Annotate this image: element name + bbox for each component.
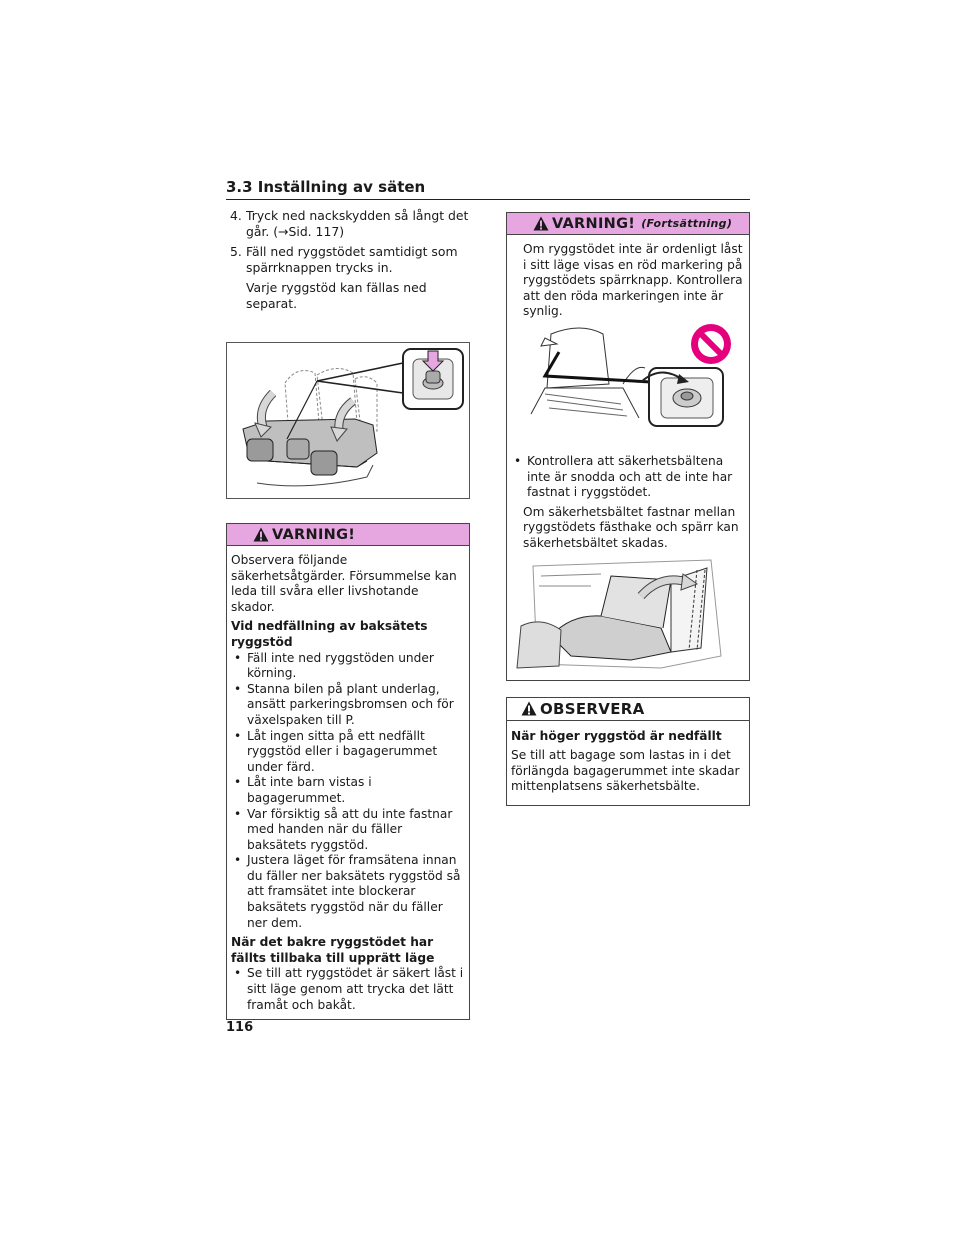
warning-bullet: Låt inte barn vistas i bagagerummet. <box>231 775 465 806</box>
warning-continued-box: VARNING! (Fortsättning) Om ryggstödet in… <box>506 212 750 681</box>
warning-bullet: Låt ingen sitta på ett nedfällt ryggstöd… <box>231 729 465 776</box>
warning-box: VARNING! Observera följande säkerhetsåtg… <box>226 523 470 1021</box>
warning-bullet: Stanna bilen på plant underlag, ansätt p… <box>231 682 465 729</box>
page-number: 116 <box>226 1020 254 1035</box>
warning-bullet: Se till att ryggstödet är säkert låst i … <box>231 966 465 1013</box>
warning-bullet: Justera läget för framsätena innan du fä… <box>231 853 465 931</box>
section-title: 3.3 Inställning av säten <box>226 177 750 200</box>
warning-title: VARNING! <box>272 526 356 543</box>
warning-header: VARNING! <box>227 524 469 546</box>
warning-intro: Observera följande säkerhetsåtgärder. Fö… <box>231 553 457 614</box>
release-button-illustration <box>530 323 731 427</box>
warning-title: VARNING! <box>552 215 636 232</box>
step-text: Fäll ned ryggstödet samtidigt som spärrk… <box>246 244 458 275</box>
notice-subhead: När höger ryggstöd är nedfällt <box>511 728 722 743</box>
warning-subhead: När det bakre ryggstödet har fällts till… <box>231 935 435 965</box>
warning-subhead: Vid nedfällning av baksätets ryggstöd <box>231 619 428 649</box>
step-number: 4. <box>230 208 242 223</box>
warning-icon <box>253 527 269 542</box>
warning-bullet: Var försiktig så att du inte fastnar med… <box>231 807 465 854</box>
belt-caught-illustration <box>516 559 722 669</box>
notice-title: OBSERVERA <box>540 699 645 718</box>
notice-text: Se till att bagage som lastas in i det f… <box>511 748 740 794</box>
warning-continued-body: Om ryggstödet inte är ordenligt låst i s… <box>507 235 749 680</box>
right-column: VARNING! (Fortsättning) Om ryggstödet in… <box>506 212 750 806</box>
belt-check-bullet: Kontrollera att säkerhetsbältena inte är… <box>511 454 745 501</box>
continued-label: (Fortsättning) <box>641 217 733 230</box>
left-column: 4. Tryck ned nackskydden så långt det gå… <box>226 208 470 1021</box>
warning-body: Observera följande säkerhetsåtgärder. Fö… <box>227 546 469 1019</box>
warning-icon <box>533 216 549 231</box>
notice-box: OBSERVERA När höger ryggstöd är nedfällt… <box>506 696 750 806</box>
step-4: 4. Tryck ned nackskydden så långt det gå… <box>226 208 470 240</box>
red-mark-text: Om ryggstödet inte är ordenligt låst i s… <box>523 242 743 319</box>
step-number: 5. <box>230 244 242 259</box>
notice-body: När höger ryggstöd är nedfällt Se till a… <box>507 721 749 805</box>
warning-continued-header: VARNING! (Fortsättning) <box>507 213 749 235</box>
seat-fold-drawing <box>242 348 464 487</box>
step-text: Tryck ned nackskydden så långt det går. … <box>246 208 469 239</box>
belt-damage-text: Om säkerhetsbältet fastnar mellan ryggst… <box>523 504 739 550</box>
steps-list: 4. Tryck ned nackskydden så långt det gå… <box>226 208 470 312</box>
warning-bullet: Fäll inte ned ryggstöden under körning. <box>231 651 465 682</box>
step-note: Varje ryggstöd kan fällas ned separat. <box>246 280 427 311</box>
notice-header: OBSERVERA <box>507 697 749 721</box>
caution-icon <box>521 701 537 716</box>
step-5: 5. Fäll ned ryggstödet samtidigt som spä… <box>226 244 470 312</box>
fold-seat-illustration <box>226 342 470 499</box>
